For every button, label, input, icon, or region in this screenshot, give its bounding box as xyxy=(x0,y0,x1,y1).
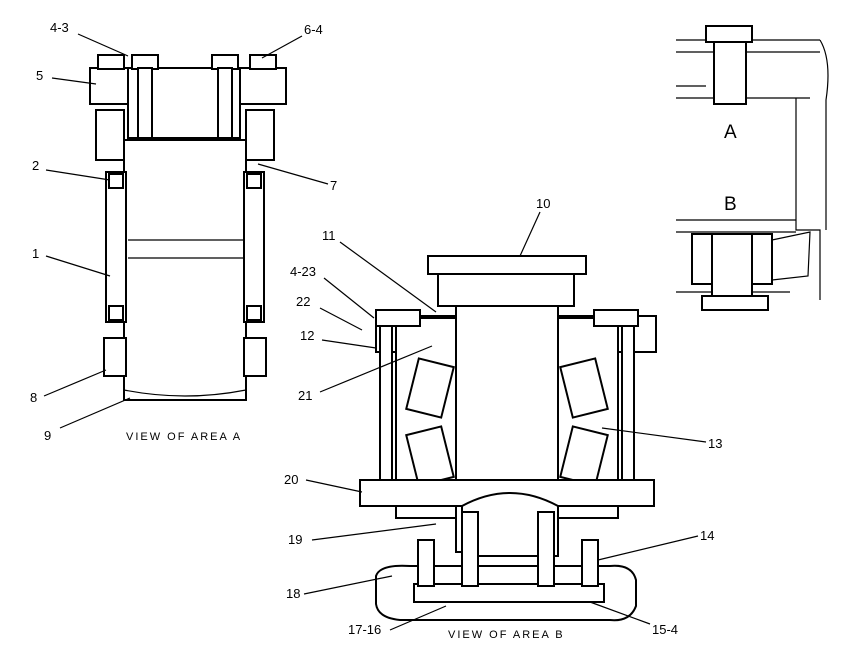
label-1: 1 xyxy=(32,246,39,261)
key-view: A B xyxy=(676,25,829,311)
label-10: 10 xyxy=(536,196,550,211)
view-a-assembly xyxy=(89,54,287,401)
callout-labels: 4-3 6-4 5 2 7 1 8 9 10 11 4-23 22 12 21 … xyxy=(30,20,722,637)
label-14: 14 xyxy=(700,528,714,543)
key-letter-a: A xyxy=(724,122,737,143)
view-b-assembly xyxy=(359,255,657,622)
label-11: 11 xyxy=(322,228,336,243)
leader-lines xyxy=(43,33,707,631)
label-4-23: 4-23 xyxy=(290,264,316,279)
label-15-4: 15-4 xyxy=(652,622,678,637)
label-21: 21 xyxy=(298,388,312,403)
key-letter-b: B xyxy=(724,194,737,215)
label-12: 12 xyxy=(300,328,314,343)
label-17-16: 17-16 xyxy=(348,622,381,637)
caption-view-b: VIEW OF AREA B xyxy=(448,629,565,641)
label-19: 19 xyxy=(288,532,302,547)
label-20: 20 xyxy=(284,472,298,487)
label-9: 9 xyxy=(44,428,51,443)
label-22: 22 xyxy=(296,294,310,309)
label-8: 8 xyxy=(30,390,37,405)
label-7: 7 xyxy=(330,178,337,193)
label-5: 5 xyxy=(36,68,43,83)
label-4-3: 4-3 xyxy=(50,20,69,35)
label-2: 2 xyxy=(32,158,39,173)
label-6-4: 6-4 xyxy=(304,22,323,37)
caption-view-a: VIEW OF AREA A xyxy=(126,431,242,443)
label-18: 18 xyxy=(286,586,300,601)
label-13: 13 xyxy=(708,436,722,451)
